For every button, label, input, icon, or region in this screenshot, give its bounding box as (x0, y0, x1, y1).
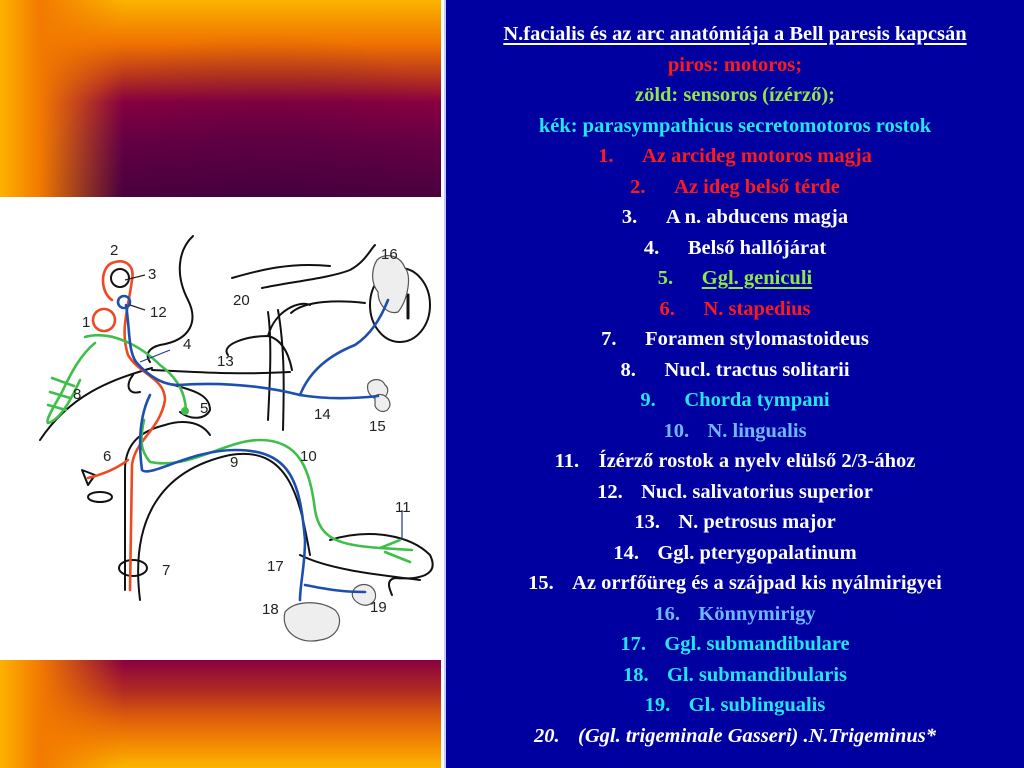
slide-title: N.facialis és az arc anatómiája a Bell p… (503, 23, 967, 45)
diagram-label-1: 1 (82, 314, 91, 331)
list-item-6: 6.N. stapedius (659, 297, 811, 320)
decorative-gradient-top (0, 0, 441, 197)
diagram-label-20: 20 (233, 292, 250, 309)
list-item-18: 18.Gl. submandibularis (622, 663, 847, 686)
diagram-label-12: 12 (150, 304, 167, 321)
diagram-label-8: 8 (73, 386, 82, 403)
legend-sensory: zöld: sensoros (ízérző); (634, 84, 835, 106)
diagram-label-9: 9 (230, 454, 239, 471)
diagram-label-17: 17 (267, 558, 284, 575)
diagram-label-5: 5 (200, 400, 209, 417)
legend-motor: piros: motoros; (667, 53, 803, 76)
list-item-14: 14.Ggl. pterygopalatinum (613, 541, 857, 564)
diagram-label-7: 7 (162, 562, 171, 579)
diagram-label-11: 11 (395, 499, 411, 516)
diagram-label-10: 10 (300, 448, 317, 465)
diagram-label-19: 19 (370, 599, 387, 616)
list-item-10: 10.N. lingualis (663, 419, 807, 442)
list-item-13: 13.N. petrosus major (634, 511, 836, 533)
list-item-1: 1.Az arcideg motoros magja (598, 145, 872, 167)
list-item-19: 19.Gl. sublingualis (644, 694, 826, 716)
diagram-label-16: 16 (381, 246, 398, 263)
diagram-label-14: 14 (314, 406, 331, 423)
diagram-label-2: 2 (110, 242, 119, 259)
list-item-17: 17.Ggl. submandibulare (620, 633, 850, 655)
decorative-gradient-bottom (0, 660, 441, 768)
diagram-label-15: 15 (369, 418, 386, 435)
list-item-7: 7.Foramen stylomastoideus (601, 328, 869, 350)
legend-text-panel: N.facialis és az arc anatómiája a Bell p… (444, 0, 1024, 768)
list-item-15: 15.Az orrfőüreg és a szájpad kis nyálmir… (528, 572, 942, 594)
list-item-2: 2.Az ideg belső térde (630, 175, 840, 198)
list-item-11: 11.Ízérző rostok a nyelv elülső 2/3-ához (554, 450, 916, 472)
list-item-8: 8.Nucl. tractus solitarii (620, 358, 850, 381)
list-item-16: 16.Könnymirigy (654, 602, 816, 625)
list-item-20: 20.(Ggl. trigeminale Gasseri) .N.Trigemi… (534, 724, 936, 747)
list-item-9: 9.Chorda tympani (640, 389, 830, 411)
list-item-12: 12.Nucl. salivatorius superior (597, 480, 873, 503)
legend-parasympathetic: kék: parasympathicus secretomotoros rost… (538, 114, 932, 137)
diagram-label-18: 18 (262, 601, 279, 618)
list-item-4: 4.Belső hallójárat (643, 236, 827, 259)
facial-nerve-diagram: 2 3 1 12 4 13 8 5 20 16 14 15 6 9 10 11 … (0, 197, 441, 660)
list-item-3: 3.A n. abducens magja (621, 206, 849, 228)
diagram-label-13: 13 (217, 353, 234, 370)
diagram-label-6: 6 (103, 448, 112, 465)
nerve-pathway-illustration (39, 235, 434, 642)
diagram-label-3: 3 (148, 266, 157, 283)
list-item-5: 5.Ggl. geniculi (657, 267, 813, 289)
diagram-label-4: 4 (183, 336, 192, 353)
